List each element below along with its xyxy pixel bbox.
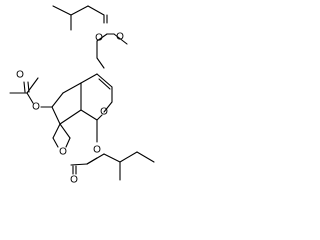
- bond: [80, 109, 98, 121]
- bond: [86, 153, 105, 165]
- bond: [70, 163, 88, 166]
- atom-o-carbonyl-acetate: O: [16, 70, 24, 81]
- bond: [52, 137, 59, 148]
- atom-o-carbonyl-top: O: [116, 32, 124, 43]
- bonds: [9, 5, 155, 181]
- atom-o-acetate: O: [32, 102, 40, 113]
- bond: [87, 5, 105, 16]
- chemical-structure: O O O O O O O O: [9, 5, 155, 186]
- bond: [96, 114, 103, 121]
- bond: [23, 81, 26, 93]
- bond: [103, 153, 121, 163]
- bond: [51, 92, 64, 108]
- bond: [51, 106, 61, 125]
- atom-o-carbonyl-bottom: O: [70, 175, 78, 186]
- bond: [96, 57, 105, 69]
- bond: [103, 101, 113, 113]
- bond: [119, 151, 138, 163]
- atom-o-ester-top: O: [95, 33, 103, 44]
- atom-labels: O O O O O O O O: [16, 32, 124, 186]
- bond: [26, 92, 34, 104]
- atom-o-epoxide: O: [59, 147, 67, 158]
- bond: [62, 82, 82, 94]
- bond: [98, 78, 111, 90]
- bond: [96, 73, 113, 88]
- atom-o-ring: O: [100, 107, 108, 118]
- bond: [80, 73, 98, 84]
- bond: [136, 151, 155, 163]
- bond: [113, 33, 128, 45]
- bond: [65, 137, 71, 148]
- bond: [59, 123, 71, 139]
- atom-o-ester-bottom: O: [93, 145, 101, 156]
- bond: [59, 109, 82, 125]
- bond: [26, 77, 39, 94]
- bond: [52, 123, 61, 139]
- bond: [70, 5, 89, 16]
- bond: [96, 33, 108, 42]
- bond: [52, 5, 72, 16]
